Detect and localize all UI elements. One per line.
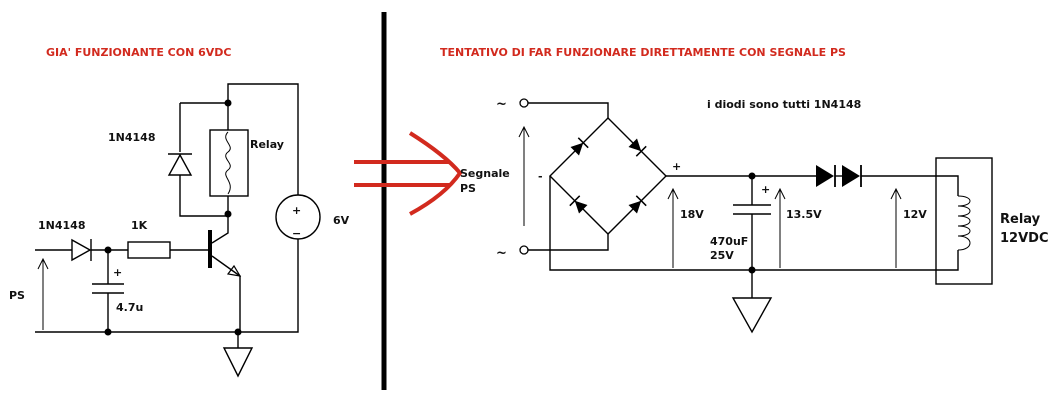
- cap-plus-sign: +: [761, 183, 770, 196]
- relay-label: Relay: [250, 138, 284, 151]
- ac-bottom-symbol: ~: [496, 246, 507, 261]
- wire-collector: [211, 214, 229, 244]
- voltage-label: 6V: [333, 214, 350, 227]
- bridge-minus-sign: -: [538, 170, 543, 183]
- arrow-13v-icon: [774, 187, 786, 200]
- cap-label-line2: 25V: [710, 249, 734, 262]
- wire-top-rail: [180, 83, 299, 195]
- resistor-label: 1K: [131, 219, 148, 232]
- ac-terminal-bottom: [519, 245, 529, 255]
- wire-ac-bottom: [528, 234, 609, 251]
- wire-relay-feed: [861, 175, 959, 196]
- relay-coil-winding: [225, 131, 231, 195]
- source-plus-sign: +: [292, 204, 301, 217]
- transition-arrow-icon: [354, 131, 463, 216]
- segnale-label-line1: Segnale: [460, 167, 510, 180]
- cap-plus-sign: +: [113, 266, 122, 279]
- diodes-note: i diodi sono tutti 1N4148: [707, 98, 861, 111]
- arrow-12v-icon: [890, 187, 902, 200]
- transistor-emitter-arrow: [226, 264, 242, 277]
- wire-emitter: [211, 255, 241, 332]
- wire-ac-top: [528, 102, 609, 118]
- wire-6v-return: [238, 239, 299, 333]
- segnale-arrow-icon: [518, 125, 530, 138]
- source-minus-sign: −: [292, 227, 301, 240]
- ac-top-symbol: ~: [496, 97, 507, 112]
- voltage-source-icon: [275, 194, 321, 240]
- relay-label-line1: Relay: [1000, 212, 1041, 227]
- bridge-rectifier: [549, 117, 667, 235]
- diode-flyback-symbol: [167, 153, 193, 176]
- diode-top-label: 1N4148: [108, 131, 155, 144]
- segnale-label-line2: PS: [460, 182, 476, 195]
- series-diode-2: [842, 165, 862, 187]
- right-circuit: TENTATIVO DI FAR FUNZIONARE DIRETTAMENTE…: [440, 46, 1048, 334]
- left-title: GIA' FUNZIONANTE CON 6VDC: [46, 46, 232, 59]
- arrow-18v-icon: [667, 187, 679, 200]
- relay-coil-winding: [957, 195, 971, 251]
- voltage-13v: 13.5V: [786, 208, 822, 221]
- wire-diode-bottom: [179, 175, 228, 217]
- left-circuit: GIA' FUNZIONANTE CON 6VDC Relay 1N4148 1…: [9, 46, 350, 378]
- relay-box: [935, 157, 993, 285]
- diode-input-label: 1N4148: [38, 219, 85, 232]
- ps-arrow-icon: [37, 257, 49, 270]
- series-diode-1: [816, 165, 836, 187]
- cap-label: 4.7u: [116, 301, 143, 314]
- relay-coil-box: [209, 129, 249, 197]
- node-cap-ground: [104, 328, 112, 336]
- cap-label-line1: 470uF: [710, 235, 748, 248]
- ps-label: PS: [9, 289, 25, 302]
- relay-label-line2: 12VDC: [1000, 231, 1048, 246]
- voltage-12v: 12V: [903, 208, 927, 221]
- ground-icon: [731, 297, 773, 334]
- ground-icon: [222, 347, 254, 378]
- diode-input-symbol: [71, 238, 92, 262]
- voltage-18v: 18V: [680, 208, 704, 221]
- resistor-1k: [127, 241, 171, 259]
- bridge-plus-sign: +: [672, 160, 681, 173]
- right-title: TENTATIVO DI FAR FUNZIONARE DIRETTAMENTE…: [440, 46, 846, 59]
- ac-terminal-top: [519, 98, 529, 108]
